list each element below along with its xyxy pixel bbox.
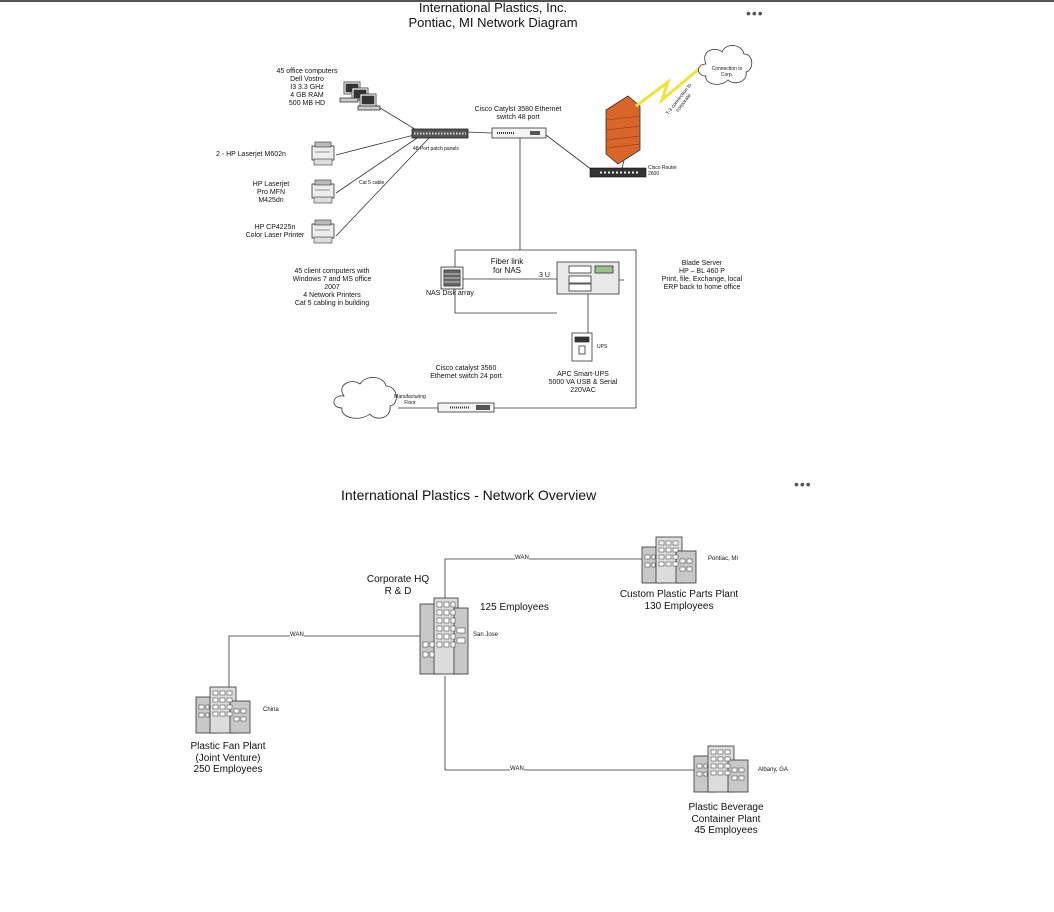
cloud-corp-icon [698, 45, 753, 85]
fan-plant-label: Plastic Fan Plant (Joint Venture) 250 Em… [190, 741, 266, 775]
cisco-router-icon [589, 167, 647, 178]
network-diagram-title-line2: Pontiac, MI Network Diagram [408, 15, 578, 30]
cat5-cable-label: Cat 5 cable [359, 180, 385, 186]
blade-server-icon [556, 261, 624, 295]
network-overview-title: International Plastics - Network Overvie… [341, 487, 597, 503]
network-diagram-title-line1: International Plastics, Inc. [418, 0, 568, 15]
wan-label-albany: WAN [510, 766, 524, 773]
nas-disk-array-icon [440, 266, 464, 290]
cloud-manufacturing-icon [333, 377, 397, 419]
san-jose-label: San Jose [473, 632, 499, 638]
beverage-plant-label: Plastic Beverage Container Plant 45 Empl… [688, 802, 764, 836]
manufacturing-floor-label: Manufacturing Floor [394, 394, 426, 406]
custom-plant-label: Custom Plastic Parts Plant 130 Employees [619, 589, 739, 612]
wan-links [228, 558, 694, 771]
fiber-link-label: Fiber link for NAS [490, 257, 524, 276]
laserjet-pro-icon [311, 179, 335, 204]
cp4225-printer-icon [311, 219, 335, 244]
three-u-label: 3 U [539, 272, 550, 279]
office-computers-label: 45 office computers Dell Vostro I3 3.3 G… [276, 68, 338, 108]
office-computers-icon [339, 81, 381, 111]
apc-ups-label: APC Smart-UPS 5000 VA USB & Serial 220VA… [548, 371, 618, 395]
patch-panel-label: 48 Port patch panels [413, 146, 459, 152]
catalyst-3580-switch-icon [491, 127, 547, 139]
blade-server-label: Blade Server HP – BL 460 P Print, file, … [661, 260, 743, 292]
wan-label-pontiac: WAN [515, 555, 529, 562]
cp4225-label: HP CP4225n Color Laser Printer [245, 224, 305, 240]
cloud-corp-label: Connection to Corp. [711, 66, 743, 78]
top-border [0, 0, 1054, 2]
pontiac-building-icon [641, 536, 697, 584]
catalyst-3580-label: Cisco Catylst 3580 Ethernet switch 48 po… [474, 106, 562, 122]
corporate-hq-building-icon [419, 597, 469, 675]
cisco-router-label: Cisco Router 2600 [648, 165, 677, 177]
laserjet-m602-label: 2 - HP Laserjet M602n [216, 151, 286, 158]
corporate-hq-label: Corporate HQ R & D [366, 574, 430, 597]
pontiac-location-label: Pontiac, MI [708, 556, 739, 562]
china-building-icon [195, 686, 251, 734]
more-options-icon[interactable]: ••• [746, 5, 764, 21]
albany-building-icon [693, 745, 749, 793]
firewall-icon [605, 95, 641, 165]
ups-short-label: UPS [597, 344, 608, 350]
more-options-icon-2[interactable]: ••• [794, 476, 812, 492]
catalyst-3560-switch-icon [437, 402, 495, 413]
patch-panel-icon [411, 128, 469, 139]
catalyst-3560-label: Cisco catalyst 3560 Ethernet switch 24 p… [430, 365, 502, 381]
wan-label-china: WAN [290, 632, 304, 639]
china-location-label: China [263, 707, 279, 713]
hq-employees-label: 125 Employees [480, 602, 549, 613]
nas-label: NAS Disk array [426, 290, 474, 297]
ups-icon [571, 332, 593, 362]
albany-location-label: Albany, GA [758, 767, 788, 773]
client-summary-label: 45 client computers with Windows 7 and M… [292, 268, 372, 308]
t3-link-icon [635, 66, 701, 108]
laserjet-pro-label: HP Laserjet Pro MFN M425dn [252, 181, 290, 205]
lan-cabling [335, 102, 637, 409]
